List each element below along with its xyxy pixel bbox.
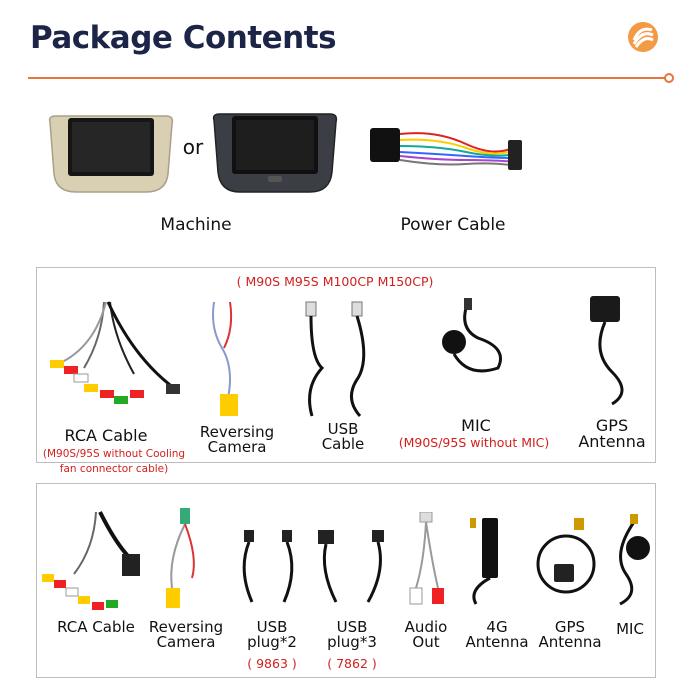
rca-cable-note: (M90S/95S without Cooling fan connector … (42, 448, 186, 476)
mic-image (442, 298, 502, 373)
rca-cable-2-image (42, 511, 140, 610)
page-title: Package Contents (30, 20, 337, 56)
brand-logo-icon (628, 22, 658, 52)
or-text: or (182, 135, 204, 159)
power-cable-image (370, 128, 522, 170)
4g-antenna-label: 4G Antenna (465, 618, 529, 651)
reversing-camera-2-label: Reversing Camera (148, 618, 224, 651)
mic-2-label: MIC (616, 620, 644, 638)
machine-black-image (212, 113, 338, 193)
usb-plug-3-image (318, 530, 384, 603)
gps-antenna-image (590, 296, 624, 406)
header-divider (28, 77, 668, 79)
standard-accessories-box (36, 267, 656, 463)
reversing-camera-2-image (166, 508, 195, 608)
usb-plug-2-note: ( 9863 ) (247, 656, 297, 671)
power-cable-label: Power Cable (400, 215, 506, 235)
header-divider-dot (664, 73, 674, 83)
rca-cable-label: RCA Cable (64, 426, 148, 445)
mic-label: MIC (461, 416, 491, 435)
rca-cable-2-label: RCA Cable (57, 618, 135, 636)
4g-antenna-image (470, 518, 498, 605)
gps-antenna-label: GPS Antenna (578, 416, 646, 451)
usb-plug-3-label: USB plug*3 (327, 618, 377, 651)
usb-cable-image (305, 301, 366, 417)
usb-cable-label: USB Cable (321, 420, 365, 453)
reversing-camera-image (212, 301, 238, 416)
usb-plug-2-label: USB plug*2 (247, 618, 297, 651)
audio-out-label: Audio Out (404, 618, 448, 651)
machine-silver-image (48, 115, 174, 193)
gps-antenna-2-label: GPS Antenna (538, 618, 602, 651)
mic-2-image (619, 514, 650, 606)
rca-cable-image (50, 301, 180, 404)
machine-label: Machine (160, 215, 232, 235)
reversing-camera-label: Reversing Camera (199, 423, 275, 456)
usb-plug-3-note: ( 7862 ) (327, 656, 377, 671)
audio-out-image (409, 512, 444, 605)
optional-accessories-box (36, 483, 656, 678)
usb-plug-2-image (242, 530, 294, 603)
mic-note: (M90S/95S without MIC) (398, 435, 550, 450)
gps-antenna-2-image (536, 518, 596, 594)
models-note: ( M90S M95S M100CP M150CP) (236, 274, 434, 289)
